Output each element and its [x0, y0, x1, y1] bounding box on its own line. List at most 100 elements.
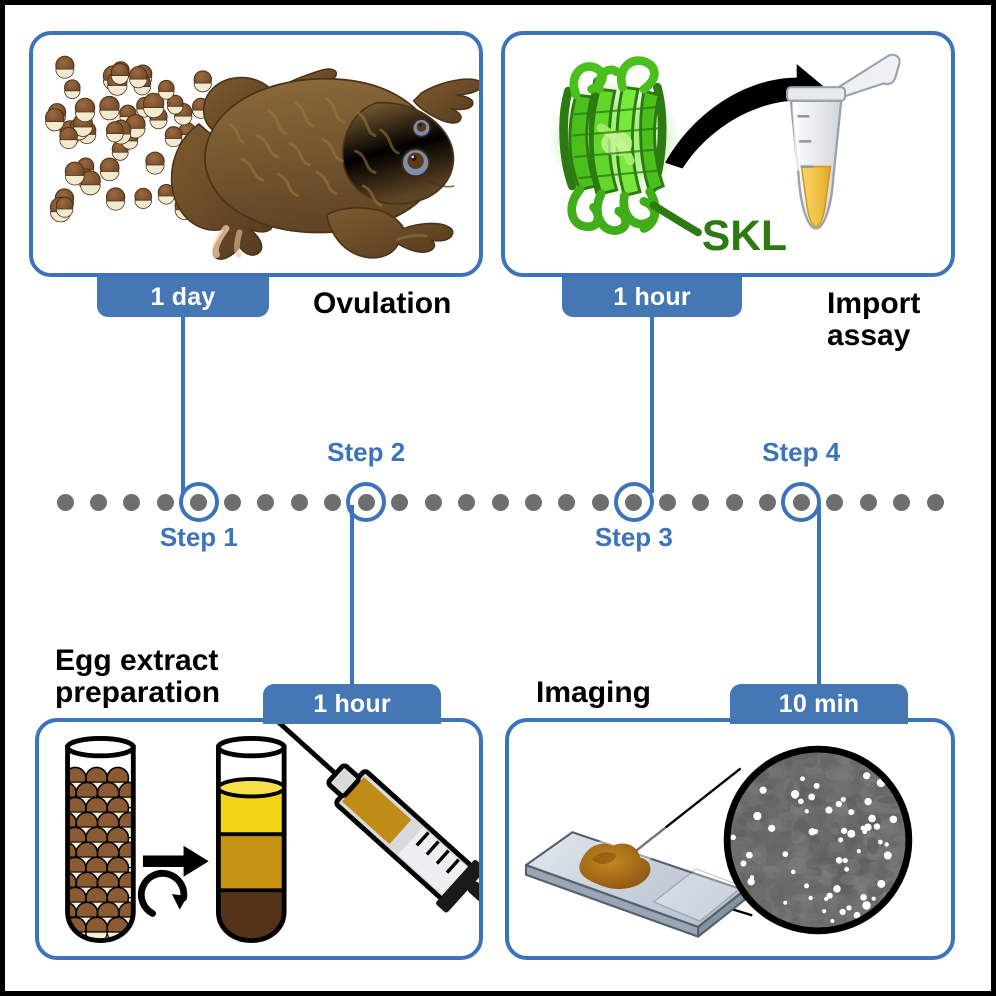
timeline-dot: [926, 494, 944, 511]
fluorescent-punctum: [884, 842, 889, 847]
fluorescent-punctum: [759, 786, 767, 794]
timeline-step-ring-step3[interactable]: [613, 482, 654, 522]
fluorescent-punctum: [846, 905, 852, 911]
duration-badge-step2[interactable]: 1 hour: [263, 684, 441, 724]
timeline-label-step3: Step 3: [594, 522, 673, 552]
frog-egg: [59, 126, 78, 149]
duration-badge-step3[interactable]: 1 hour: [562, 277, 742, 317]
fluorescent-punctum: [862, 901, 871, 910]
connector-line-step3: [650, 317, 654, 493]
frog-eye-near: [401, 148, 431, 178]
frog-egg: [45, 108, 65, 132]
fluorescent-punctum: [768, 824, 776, 832]
figure-stage: SKL: [5, 5, 991, 991]
tube-packed-eggs: [65, 736, 136, 943]
fluorescent-punctum: [868, 814, 876, 823]
fluorescent-punctum: [840, 796, 846, 802]
fluorescent-punctum: [804, 809, 809, 814]
fluorescent-punctum: [822, 909, 827, 914]
frog-egg: [164, 126, 183, 148]
fluorescent-punctum: [847, 829, 856, 838]
fluorescent-punctum: [798, 798, 804, 805]
fluorescent-punctum: [740, 860, 747, 867]
gfp-arrow-tube-illustration: SKL: [549, 53, 901, 260]
timeline-dot: [658, 494, 676, 511]
timeline-label-step2: Step 2: [327, 437, 406, 467]
fluorescent-punctum: [825, 806, 833, 814]
fluorescent-punctum: [864, 797, 872, 806]
timeline-dot: [89, 494, 107, 511]
fluorescent-punctum: [790, 869, 796, 875]
timeline-dot: [558, 494, 576, 511]
timeline-dot: [391, 494, 409, 511]
timeline-step-ring-step2[interactable]: [346, 482, 387, 522]
fluorescent-punctum: [813, 782, 820, 789]
fluorescent-punctum: [753, 811, 762, 821]
timeline-dot: [324, 494, 342, 511]
timeline-label-step4: Step 4: [762, 437, 841, 467]
frog-figure: [170, 68, 479, 260]
panel-title-ovulation: Ovulation: [313, 287, 452, 320]
fluorescent-punctum: [730, 834, 736, 841]
timeline-step-ring-step1[interactable]: [178, 482, 219, 522]
micrograph-field: [723, 745, 913, 935]
timeline-step-ring-step4[interactable]: [781, 482, 822, 522]
panel-ovulation: [29, 31, 483, 277]
duration-badge-step1[interactable]: 1 day: [97, 277, 269, 317]
panel-import-assay: SKL: [501, 31, 955, 277]
fluorescent-punctum: [824, 896, 829, 902]
fluorescent-punctum: [838, 837, 844, 843]
tube-layered-extract: [215, 736, 287, 943]
centrifuge-spin-icon: [137, 869, 188, 917]
panel-imaging: [505, 718, 955, 960]
frog-egg: [110, 62, 130, 85]
fluorescent-punctum: [873, 823, 881, 830]
centrifuge-arrow-icon: [142, 845, 209, 877]
timeline-dot: [223, 494, 241, 511]
timeline-dot: [156, 494, 174, 511]
frog-egg: [64, 79, 81, 99]
skl-label: SKL: [702, 212, 787, 260]
fluorescent-punctum: [800, 776, 805, 782]
timeline-dot: [56, 494, 74, 511]
timeline-dot: [692, 494, 710, 511]
fluorescent-punctum: [804, 883, 810, 889]
frog-egg: [55, 55, 75, 79]
eppendorf-tube: [785, 53, 901, 230]
frog-eye-far: [411, 118, 432, 138]
fluorescent-punctum: [790, 789, 800, 799]
frog-egg: [193, 70, 212, 93]
fluorescent-punctum: [844, 866, 850, 872]
fluorescent-punctum: [839, 908, 846, 916]
panel-title-imaging: Imaging: [536, 676, 652, 709]
duration-badge-step4[interactable]: 10 min: [730, 684, 908, 724]
frog-egg: [105, 121, 124, 143]
fluorescent-punctum: [747, 878, 755, 886]
frog-egg: [143, 92, 165, 119]
timeline-dot: [458, 494, 476, 511]
timeline-dot: [491, 494, 509, 511]
timeline-dot: [424, 494, 442, 511]
frog-egg: [99, 95, 120, 121]
fluorescent-punctum: [889, 815, 898, 824]
timeline-dot: [893, 494, 911, 511]
fluorescent-punctum: [860, 894, 867, 901]
fluorescent-punctum: [813, 829, 819, 835]
fluorescent-punctum: [841, 827, 848, 834]
connector-line-step2: [350, 505, 354, 685]
fluorescent-punctum: [830, 919, 835, 924]
fluorescent-punctum: [808, 895, 813, 901]
fluorescent-punctum: [835, 857, 843, 864]
panel-egg-extract-preparation: [35, 718, 483, 960]
gfp-protein-barrel: [549, 56, 702, 237]
frog-egg: [64, 161, 85, 186]
frog-egg: [74, 97, 96, 123]
microscope-slide: [524, 816, 746, 938]
fluorescent-punctum: [782, 851, 789, 858]
fluorescent-punctum: [842, 857, 848, 864]
fluorescent-punctum: [865, 773, 870, 778]
